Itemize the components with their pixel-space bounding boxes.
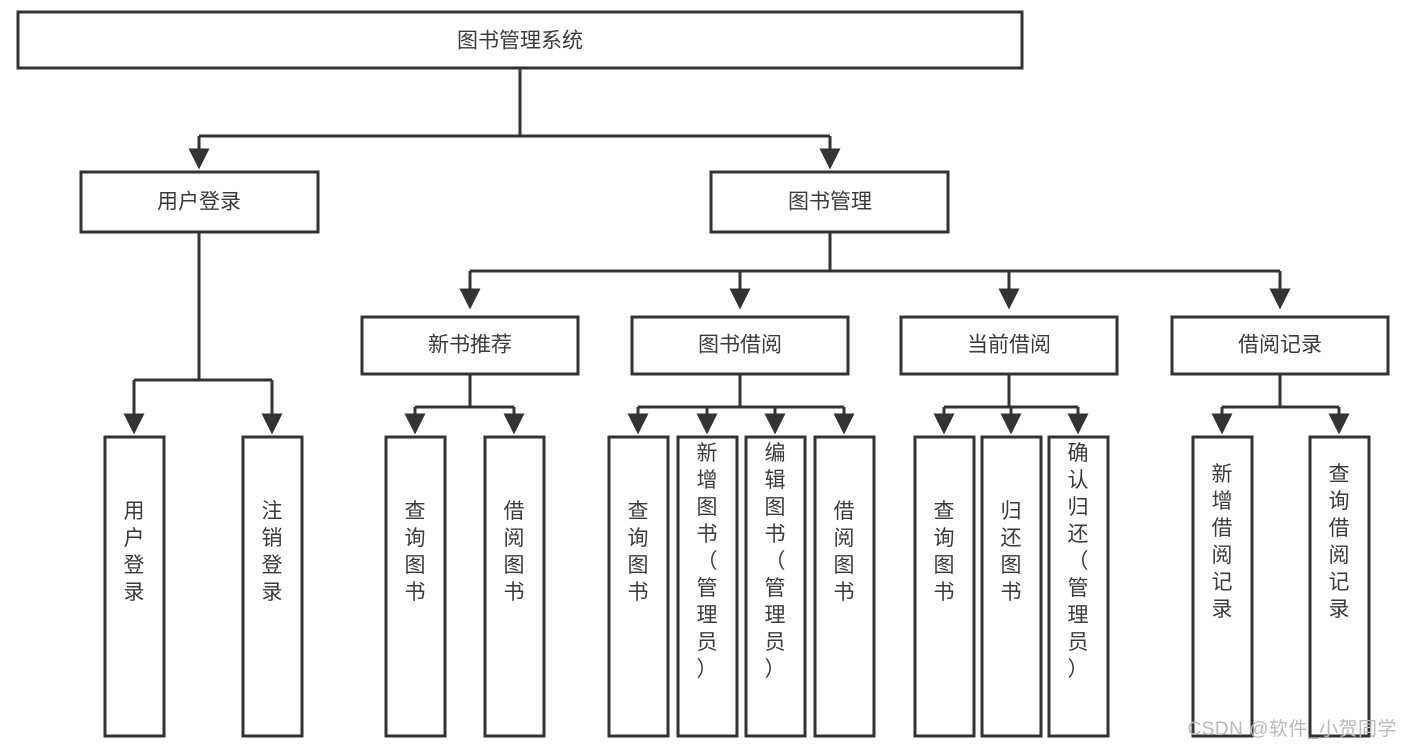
node-leaf-query-book-1[interactable]: 查询图书 xyxy=(384,435,447,738)
node-leaf-borrow-book-2[interactable]: 借阅图书 xyxy=(813,435,876,738)
node-leaf-query-book-1-label: 查询图书 xyxy=(405,500,426,604)
node-leaf-confirm-return[interactable]: 确认归还（管理员） xyxy=(1047,435,1110,738)
node-leaf-borrow-book-1[interactable]: 借阅图书 xyxy=(483,435,546,738)
node-leaf-query-book-3[interactable]: 查询图书 xyxy=(913,435,976,738)
node-leaf-query-record[interactable]: 查询借阅记录 xyxy=(1308,435,1371,738)
node-leaf-add-record-box[interactable] xyxy=(1191,435,1254,738)
node-book-borrow-label: 图书借阅 xyxy=(698,334,782,357)
node-user-login-label: 用户登录 xyxy=(157,191,241,214)
node-leaf-query-book-2[interactable]: 查询图书 xyxy=(607,435,670,738)
node-book-manage-box[interactable] xyxy=(709,170,950,234)
node-leaf-add-record-label: 新增借阅记录 xyxy=(1212,463,1233,621)
node-book-borrow-box[interactable] xyxy=(630,315,850,376)
node-root[interactable]: 图书管理系统 xyxy=(16,10,1024,70)
node-leaf-query-book-3-label: 查询图书 xyxy=(934,500,955,604)
node-leaf-return-book-label: 归还图书 xyxy=(1001,500,1022,604)
node-book-borrow[interactable]: 图书借阅 xyxy=(630,315,850,376)
node-new-book-recommend-label: 新书推荐 xyxy=(428,334,512,357)
node-leaf-user-logout-label: 注销登录 xyxy=(262,500,283,604)
csdn-watermark: CSDN @软件_小贺同学 xyxy=(1187,719,1397,740)
node-leaf-borrow-book-1-label: 借阅图书 xyxy=(504,500,525,604)
node-borrow-record-label: 借阅记录 xyxy=(1238,334,1322,357)
node-user-login-box[interactable] xyxy=(79,170,320,234)
node-leaf-add-record[interactable]: 新增借阅记录 xyxy=(1191,435,1254,738)
node-leaf-borrow-book-2-box[interactable] xyxy=(813,435,876,738)
node-borrow-record[interactable]: 借阅记录 xyxy=(1170,315,1390,376)
node-leaf-user-login-box[interactable] xyxy=(103,435,166,738)
connector-layer xyxy=(123,68,1350,435)
node-user-login[interactable]: 用户登录 xyxy=(79,170,320,234)
node-leaf-user-login-label: 用户登录 xyxy=(124,500,145,604)
node-current-borrow[interactable]: 当前借阅 xyxy=(899,315,1119,376)
node-new-book-recommend[interactable]: 新书推荐 xyxy=(360,315,580,376)
node-leaf-edit-book-box[interactable] xyxy=(744,435,807,738)
node-book-manage-label: 图书管理 xyxy=(788,191,872,214)
node-root-box[interactable] xyxy=(16,10,1024,70)
node-leaf-query-book-2-box[interactable] xyxy=(607,435,670,738)
node-borrow-record-box[interactable] xyxy=(1170,315,1390,376)
node-current-borrow-box[interactable] xyxy=(899,315,1119,376)
node-leaf-borrow-book-1-box[interactable] xyxy=(483,435,546,738)
node-leaf-edit-book-label: 编辑图书（管理员） xyxy=(765,442,786,681)
node-leaf-return-book[interactable]: 归还图书 xyxy=(980,435,1043,738)
node-leaf-user-logout-box[interactable] xyxy=(241,435,304,738)
node-leaf-add-book[interactable]: 新增图书（管理员） xyxy=(676,435,739,738)
node-leaf-query-record-box[interactable] xyxy=(1308,435,1371,738)
node-leaf-confirm-return-box[interactable] xyxy=(1047,435,1110,738)
node-new-book-recommend-box[interactable] xyxy=(360,315,580,376)
node-leaf-edit-book[interactable]: 编辑图书（管理员） xyxy=(744,435,807,738)
node-leaf-return-book-box[interactable] xyxy=(980,435,1043,738)
node-leaf-add-book-box[interactable] xyxy=(676,435,739,738)
node-leaf-confirm-return-label: 确认归还（管理员） xyxy=(1068,442,1089,681)
node-root-label: 图书管理系统 xyxy=(457,30,583,53)
node-leaf-user-logout[interactable]: 注销登录 xyxy=(241,435,304,738)
node-leaf-query-book-1-box[interactable] xyxy=(384,435,447,738)
node-leaf-add-book-label: 新增图书（管理员） xyxy=(697,442,718,681)
node-leaf-user-login[interactable]: 用户登录 xyxy=(103,435,166,738)
node-book-manage[interactable]: 图书管理 xyxy=(709,170,950,234)
node-current-borrow-label: 当前借阅 xyxy=(967,334,1051,357)
node-leaf-query-book-2-label: 查询图书 xyxy=(628,500,649,604)
node-leaf-borrow-book-2-label: 借阅图书 xyxy=(834,500,855,604)
node-leaf-query-book-3-box[interactable] xyxy=(913,435,976,738)
node-leaf-query-record-label: 查询借阅记录 xyxy=(1329,463,1350,621)
